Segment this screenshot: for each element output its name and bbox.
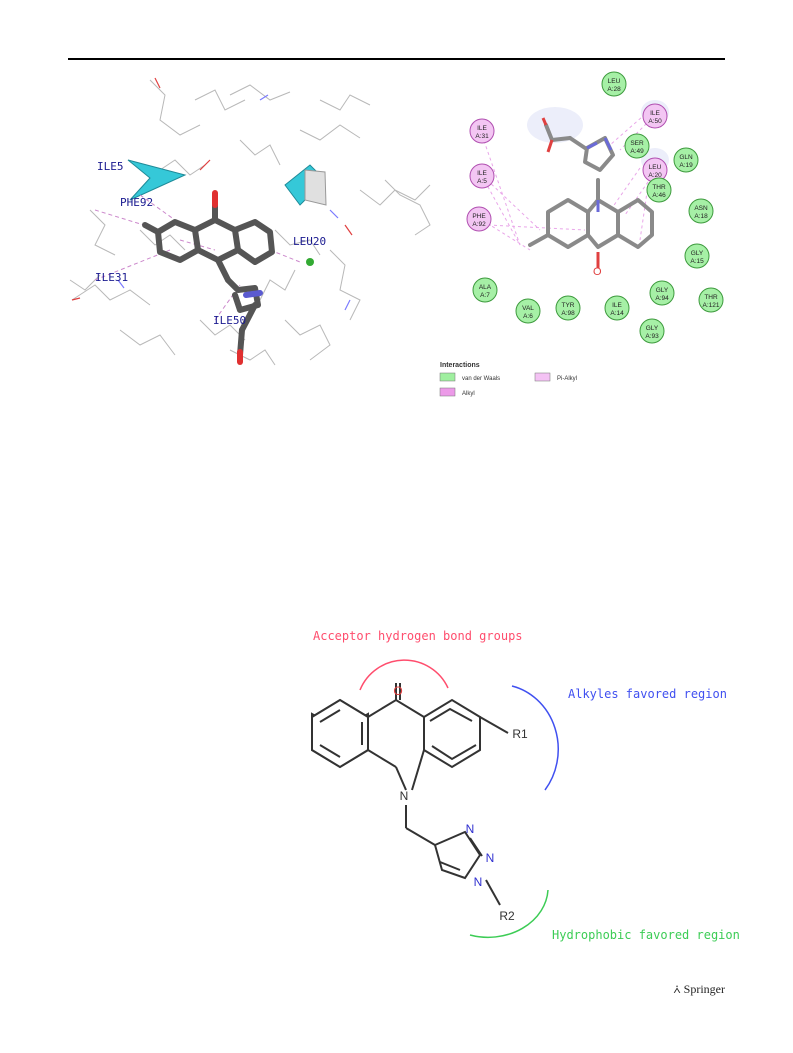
residue-chain: A:28 (607, 86, 621, 93)
triazole-nitrogen: N (486, 851, 495, 865)
helix-ribbon (127, 159, 187, 201)
residue-name: ASN (694, 205, 708, 212)
residue-chain: A:15 (690, 258, 704, 265)
residue-name: GLN (679, 154, 693, 161)
alkyl-label: Alkyles favored region (568, 687, 727, 701)
residue-name: SER (630, 140, 644, 147)
sar-scaffold-figure: Acceptor hydrogen bond groups Alkyles fa… (311, 629, 740, 942)
residue-name: THR (652, 184, 666, 191)
publisher-name: Springer (683, 982, 725, 996)
residue-chain: A:20 (648, 172, 662, 179)
residue-name: ILE (612, 302, 622, 309)
legend-swatch-vdw (439, 372, 456, 382)
alkyl-arc (511, 685, 559, 791)
residue-label-3d: ILE31 (95, 271, 128, 284)
residue-chain: A:18 (694, 213, 708, 220)
residue-chain: A:6 (523, 313, 533, 320)
residue-label-3d: ILE5 (97, 160, 124, 173)
legend-label: van der Waals (462, 376, 500, 382)
acceptor-arc (359, 659, 449, 691)
residue-chain: A:46 (652, 192, 666, 199)
residue-chain: A:92 (472, 221, 486, 228)
residue-name: GLY (646, 325, 659, 332)
residue-chain: A:7 (480, 292, 490, 299)
residue-name: ALA (479, 284, 492, 291)
ligand-3d (142, 197, 275, 358)
residue-chain: A:49 (630, 148, 644, 155)
carbonyl-oxygen: O (393, 684, 402, 698)
residue-label-3d: LEU20 (293, 235, 326, 248)
residue-name: ILE (477, 125, 487, 132)
residue-name: TYR (562, 302, 575, 309)
publisher-logo: ⩑ Springer (673, 982, 725, 997)
residue-chain: A:121 (703, 302, 720, 309)
legend-swatch-pi-alkyl (534, 372, 551, 382)
docking-3d-view: ILE5 PHE92 ILE31 LEU20 ILE50 (69, 77, 431, 366)
r1-substituent: R1 (512, 727, 528, 741)
springer-icon: ⩑ (673, 982, 684, 996)
residue-chain: A:5 (477, 178, 487, 185)
triazole-nitrogen: N (474, 875, 483, 889)
legend-title: Interactions (440, 362, 480, 369)
r2-substituent: R2 (499, 909, 515, 923)
residue-chain: A:94 (655, 295, 669, 302)
legend-label: Pi-Alkyl (557, 376, 577, 382)
residue-name: LEU (649, 164, 662, 171)
hydrophobic-arc (469, 889, 549, 939)
residue-chain: A:93 (645, 333, 659, 340)
residue-name: GLY (691, 250, 704, 257)
triazole-nitrogen: N (466, 822, 475, 836)
ligand-oxygen-label: O (593, 266, 602, 278)
residue-circles: LEUA:28ILEA:50ILEA:31SERA:49GLNA:19ILEA:… (466, 71, 724, 344)
residue-chain: A:31 (475, 133, 489, 140)
residue-name: ILE (477, 170, 487, 177)
ligand-2d (528, 123, 654, 249)
residue-chain: A:50 (648, 118, 662, 125)
residue-name: VAL (522, 305, 534, 312)
hydrophobic-label: Hydrophobic favored region (552, 928, 740, 942)
residue-chain: A:19 (679, 162, 693, 169)
acridone-nitrogen: N (400, 789, 409, 803)
residue-chain: A:14 (610, 310, 624, 317)
residue-name: PHE (472, 213, 486, 220)
residue-label-3d: PHE92 (120, 196, 153, 209)
residue-name: THR (704, 294, 718, 301)
header-rule (68, 58, 725, 60)
legend-swatch-alkyl (439, 387, 456, 397)
interaction-legend: Interactions van der Waals Pi-Alkyl Alky… (439, 362, 577, 397)
residue-label-3d: ILE50 (213, 314, 246, 327)
interaction-2d-diagram: O LEUA:28ILEA:50ILEA:31SERA:49GLNA:19ILE… (439, 71, 724, 397)
acceptor-label: Acceptor hydrogen bond groups (313, 629, 523, 643)
residue-name: LEU (608, 78, 621, 85)
residue-chain: A:98 (561, 310, 575, 317)
residue-name: GLY (656, 287, 669, 294)
residue-name: ILE (650, 110, 660, 117)
legend-label: Alkyl (462, 391, 475, 397)
